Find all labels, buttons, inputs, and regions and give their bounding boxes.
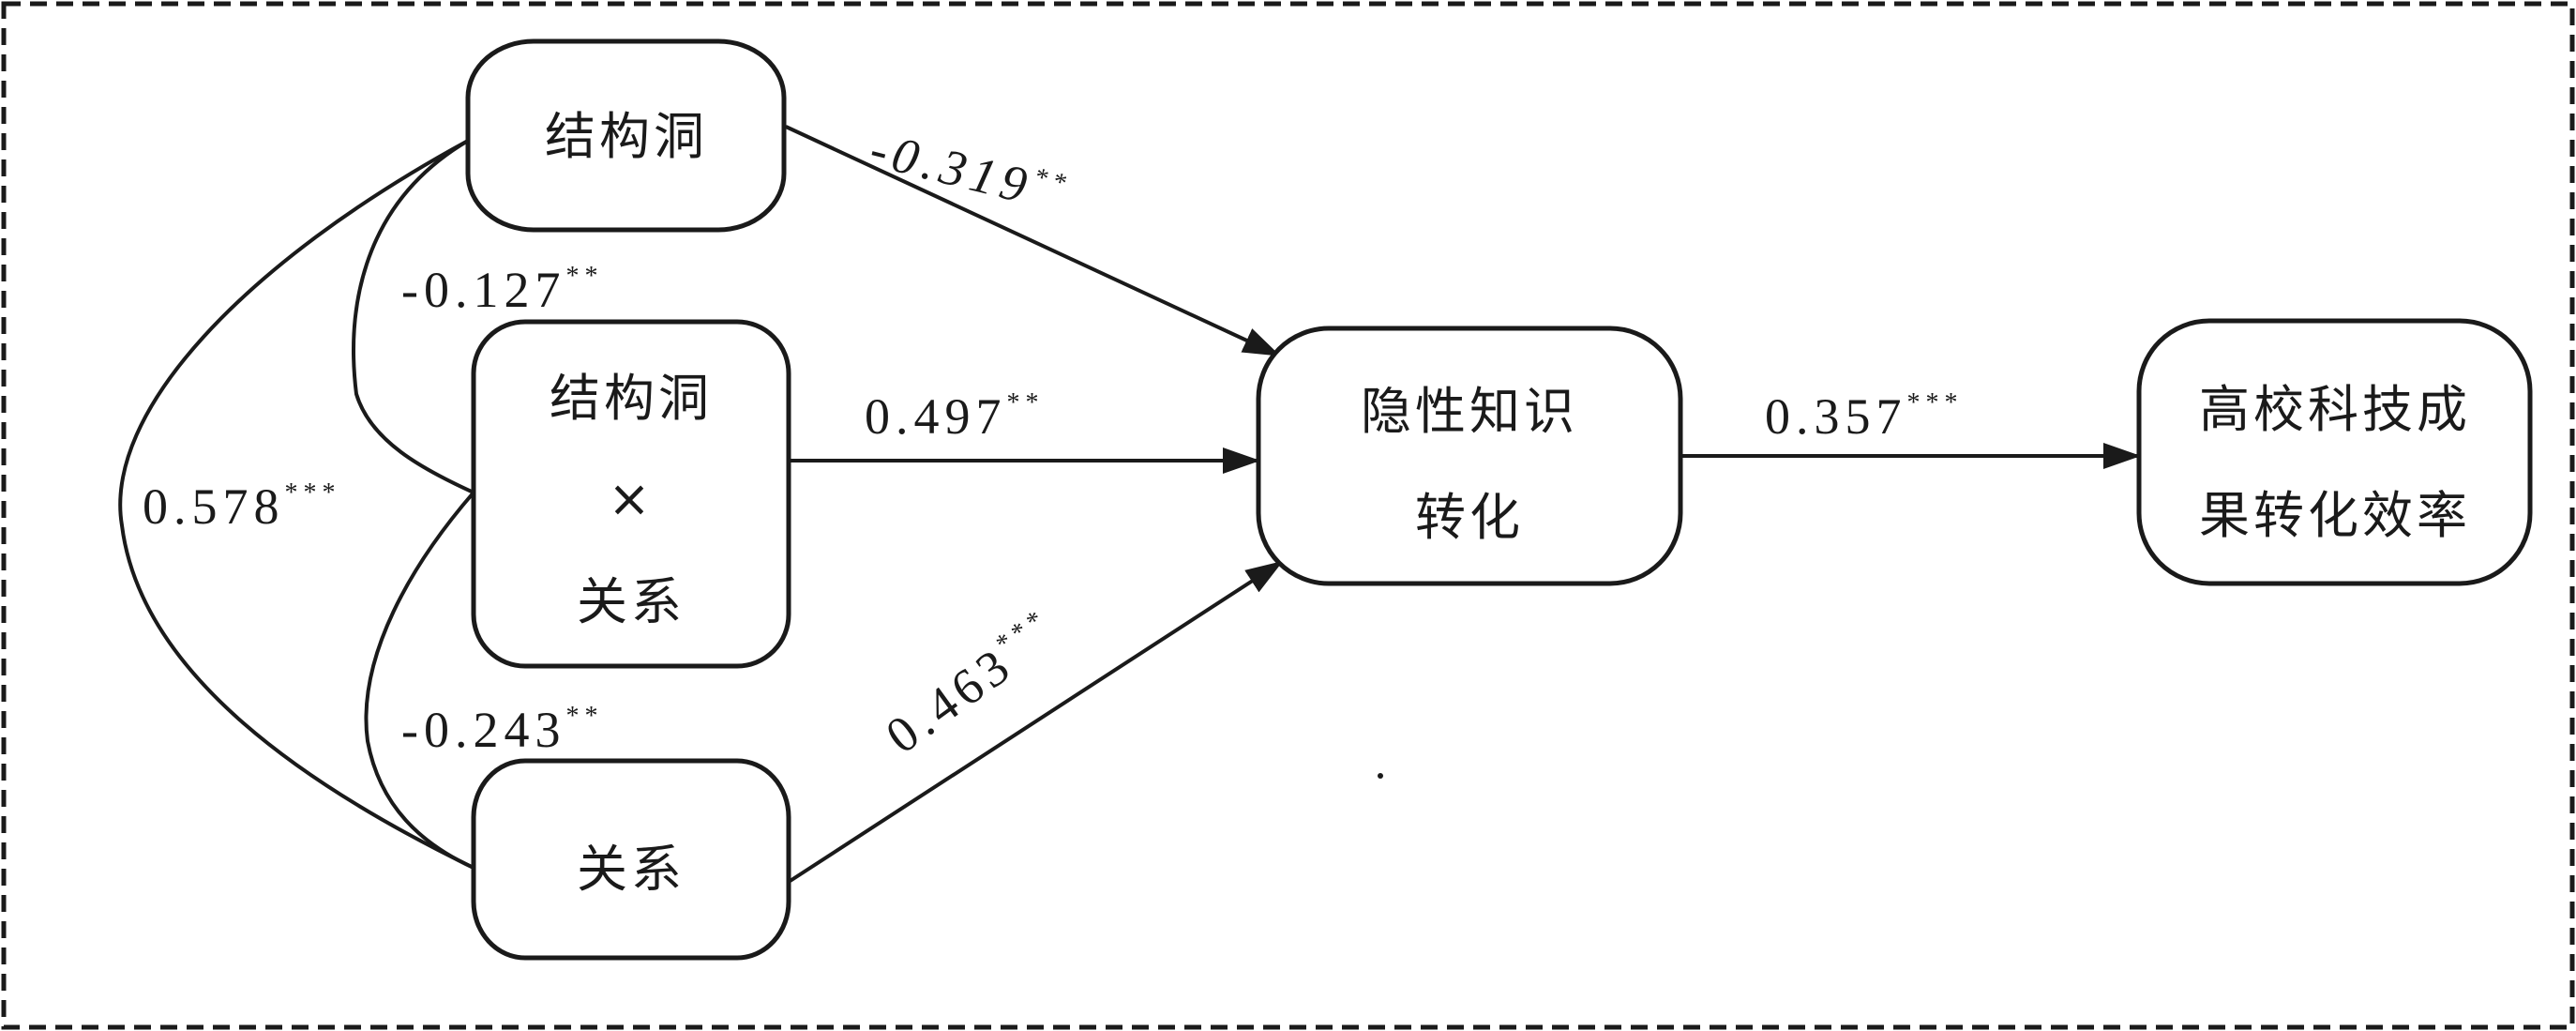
coef-tacit-to-eff: 0.357*** <box>1765 388 1964 445</box>
arrow-rel-to-tacit <box>787 560 1284 884</box>
coef-inter-to-tacit: 0.497** <box>865 388 1045 445</box>
svg-text:0.463***: 0.463*** <box>876 602 1069 765</box>
curve-sh-rel <box>118 139 475 870</box>
node-label: 关系 <box>577 840 685 899</box>
node-label: 关系 <box>577 572 685 631</box>
curve-sh-inter <box>352 139 475 494</box>
node-relationship: 关系 <box>471 758 791 961</box>
stray-dot <box>1378 773 1383 779</box>
node-structural-holes: 结构洞 <box>465 38 787 233</box>
node-label: 隐性知识 <box>1361 382 1578 441</box>
svg-text:-0.319**: -0.319** <box>865 120 1075 223</box>
curve-inter-rel <box>364 491 475 870</box>
node-label: 高校科技成 <box>2199 380 2471 439</box>
node-label: 结构洞 <box>545 107 708 166</box>
corr-sh-rel: 0.578*** <box>143 478 341 535</box>
coef-rel-to-tacit: 0.463*** <box>876 602 1069 765</box>
node-label: 果转化效率 <box>2199 486 2471 545</box>
corr-sh-inter: -0.127** <box>401 262 603 318</box>
corr-inter-rel: -0.243** <box>401 702 603 758</box>
node-label: 结构洞 <box>550 369 713 428</box>
node-tacit-knowledge: 隐性知识 转化 <box>1256 326 1683 586</box>
node-efficiency: 高校科技成 果转化效率 <box>2136 318 2533 586</box>
coef-sh-to-tacit: -0.319** <box>865 120 1075 223</box>
node-interaction: 结构洞 × 关系 <box>471 319 791 669</box>
node-label: 转化 <box>1415 488 1524 547</box>
arrow-sh-to-tacit <box>785 125 1281 356</box>
times-symbol: × <box>608 469 654 528</box>
